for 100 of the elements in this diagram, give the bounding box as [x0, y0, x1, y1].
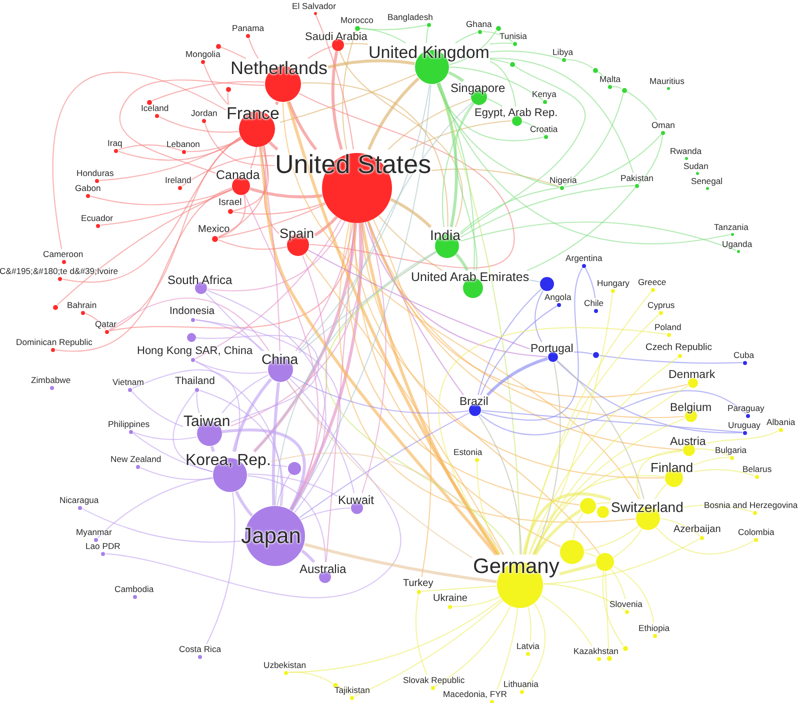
country-label: Croatia [530, 124, 558, 134]
country-label: Senegal [691, 176, 723, 186]
network-edge [227, 92, 230, 105]
network-edge [438, 327, 666, 555]
node-circle [226, 86, 230, 92]
network-edge [694, 456, 730, 466]
network-edge [206, 492, 236, 644]
network-edge [584, 552, 598, 558]
country-label: Pakistan [620, 174, 654, 183]
country-label: Czech Republic [646, 343, 712, 354]
network-edge [140, 467, 213, 480]
network-edge [314, 216, 338, 237]
network-edge [556, 360, 644, 500]
network-edge [304, 542, 497, 584]
network-edge [613, 566, 654, 624]
network-edge [131, 391, 184, 428]
country-label: Cyprus [648, 300, 675, 310]
network-edge [196, 392, 200, 414]
country-label: Uganda [722, 240, 752, 249]
country-label: Cambodia [114, 584, 154, 594]
network-edge [613, 528, 643, 558]
country-label: Ecuador [81, 214, 114, 223]
country-label: Iceland [141, 104, 169, 113]
network-edge [437, 82, 458, 228]
network-edge [534, 362, 561, 555]
network-edge [291, 376, 469, 414]
network-edge [272, 382, 280, 506]
network-edge [248, 474, 338, 497]
country-label: Honduras [76, 168, 114, 178]
network-edge [612, 86, 622, 89]
network-edge [532, 385, 688, 555]
country-label: France [226, 105, 280, 124]
network-edge [82, 508, 241, 543]
node-circle [622, 646, 628, 650]
network-edge [438, 82, 475, 271]
network-edge [90, 188, 232, 206]
network-edge [410, 120, 512, 150]
country-label: Uzbekistan [264, 660, 306, 670]
country-label: Brazil [460, 396, 488, 408]
network-edge [455, 32, 478, 44]
network-edge [270, 452, 504, 555]
network-edge [390, 198, 432, 228]
network-edge [360, 24, 427, 30]
country-label: Estonia [454, 448, 482, 457]
network-edge [490, 60, 516, 107]
network-edge [426, 26, 429, 43]
network-edge [118, 144, 182, 152]
network-edge [528, 606, 532, 642]
country-label: Rwanda [670, 146, 702, 156]
network-edge [490, 42, 512, 45]
country-label: Korea, Rep. [186, 452, 271, 470]
country-label: Tanzania [714, 222, 748, 232]
country-label: United Arab Emirates [411, 271, 530, 285]
network-edge [378, 215, 443, 271]
country-label: Australia [300, 562, 346, 576]
country-label: Slovenia [610, 600, 642, 609]
network-edge [353, 222, 600, 554]
network-edge [220, 46, 246, 59]
node-circle [606, 656, 612, 660]
network-edge [436, 84, 544, 142]
country-label: Bahrain [67, 300, 97, 310]
country-label: Mexico [198, 224, 230, 234]
country-label: Qatar [95, 320, 116, 329]
network-edge [56, 188, 232, 306]
network-edge [368, 220, 464, 396]
network-edge [288, 672, 333, 684]
network-edge [626, 91, 658, 120]
country-label: Bulgaria [715, 446, 747, 455]
country-label: Malta [600, 74, 621, 84]
network-edge [254, 102, 473, 452]
country-label: Colombia [738, 528, 774, 537]
country-label: C&#195;&#180;te d&#39;Ivoire [0, 266, 118, 276]
network-edge [232, 378, 272, 452]
network-edge [415, 594, 428, 676]
network-edge [288, 101, 318, 150]
network-edge [331, 50, 343, 150]
network-edge [205, 292, 262, 352]
node-circle [622, 88, 626, 92]
network-edge [118, 138, 242, 161]
network-edge [481, 267, 584, 420]
country-label: Albania [766, 418, 796, 427]
network-edge [596, 502, 611, 504]
network-edge [344, 43, 368, 45]
node-circle [597, 506, 609, 518]
network-edge [100, 138, 242, 181]
network-edge [196, 334, 319, 423]
network-edge [300, 549, 316, 564]
network-edge [490, 50, 562, 60]
country-label: Belgium [670, 402, 712, 414]
network-edge [354, 600, 504, 697]
network-edge [282, 102, 640, 500]
network-edge [233, 202, 326, 215]
network-edge [280, 74, 416, 123]
network-edge [234, 490, 254, 517]
country-label: Slovak Republic [403, 676, 465, 685]
country-label: Hungary [597, 278, 630, 288]
country-label: South Africa [168, 274, 232, 287]
network-edge [584, 525, 639, 551]
network-edge [298, 84, 430, 352]
network-edge [286, 380, 473, 558]
